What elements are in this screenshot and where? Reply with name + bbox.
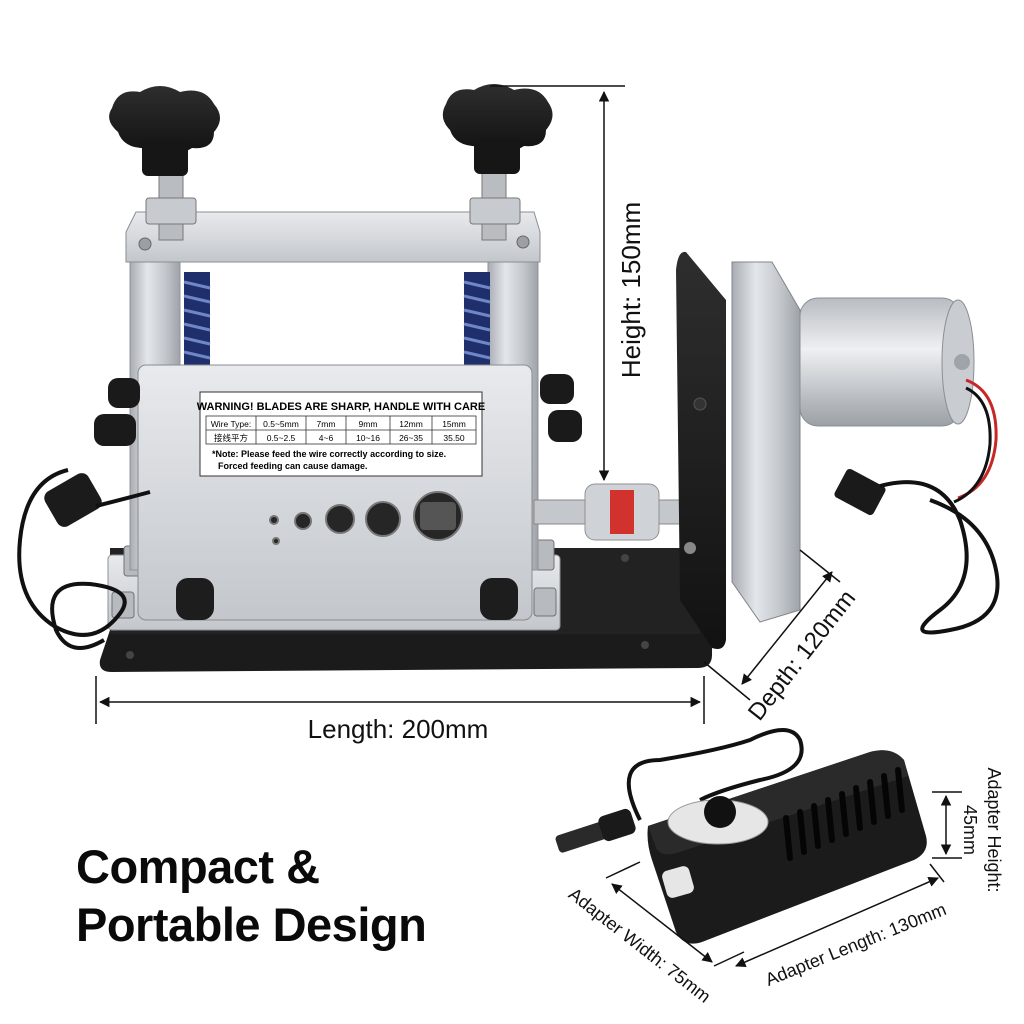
warning-label-title: WARNING! BLADES ARE SHARP, HANDLE WITH C… [197, 401, 485, 413]
label-cell: 4~6 [319, 433, 334, 443]
label-cell: 26~35 [399, 433, 423, 443]
right-spring [463, 272, 491, 368]
label-cell: 7mm [317, 419, 336, 429]
left-star-knob [109, 86, 220, 176]
adapter-length-label: Adapter Length: 130mm [762, 899, 949, 990]
headline-line: Compact & [76, 840, 320, 893]
label-cell: 接线平方 [214, 433, 248, 443]
label-cell: 0.5~2.5 [267, 433, 296, 443]
adapter-height-label: Adapter Height: [984, 767, 1004, 892]
dc-plug [555, 821, 609, 853]
front-foot-knob [176, 578, 214, 620]
speed-dial-icon [667, 796, 769, 845]
headline-line: Portable Design [76, 898, 427, 951]
wire-stripping-machine: WARNING! BLADES ARE SHARP, HANDLE WITH C… [17, 84, 1000, 672]
warning-label-note: *Note: Please feed the wire correctly ac… [212, 449, 446, 459]
right-star-knob [442, 84, 553, 174]
headline: Compact & Portable Design [76, 838, 496, 954]
height-label: Height: 150mm [616, 202, 646, 378]
label-cell: 0.5~5mm [263, 419, 299, 429]
dimension-adapter-height: Adapter Height: 45mm [932, 767, 1004, 893]
warning-label: WARNING! BLADES ARE SHARP, HANDLE WITH C… [197, 391, 485, 477]
adapter-vents [783, 767, 905, 861]
motor-mount-plate [676, 251, 726, 649]
label-cell: 35.50 [443, 433, 465, 443]
gearbox-plate [731, 261, 801, 623]
label-cell: 12mm [399, 419, 423, 429]
power-adapter [555, 728, 927, 944]
shaft-coupling [584, 483, 660, 541]
dimension-height: Height: 150mm [490, 85, 646, 482]
power-cord [17, 468, 151, 650]
label-cell: Wire Type: [211, 419, 251, 429]
warning-label-note: Forced feeding can cause damage. [218, 461, 368, 471]
dimension-length: Length: 200mm [95, 676, 705, 744]
top-bridge-plate [125, 211, 541, 263]
left-spring [183, 272, 211, 368]
label-cell: 9mm [359, 419, 378, 429]
label-cell: 15mm [442, 419, 466, 429]
usb-cable [834, 468, 1000, 635]
dc-motor [799, 297, 975, 427]
length-label: Length: 200mm [308, 714, 489, 744]
front-foot-knob [480, 578, 518, 620]
adapter-height-value: 45mm [960, 805, 980, 855]
label-cell: 10~16 [356, 433, 380, 443]
base-plate [99, 548, 712, 672]
side-knobs [94, 374, 582, 446]
